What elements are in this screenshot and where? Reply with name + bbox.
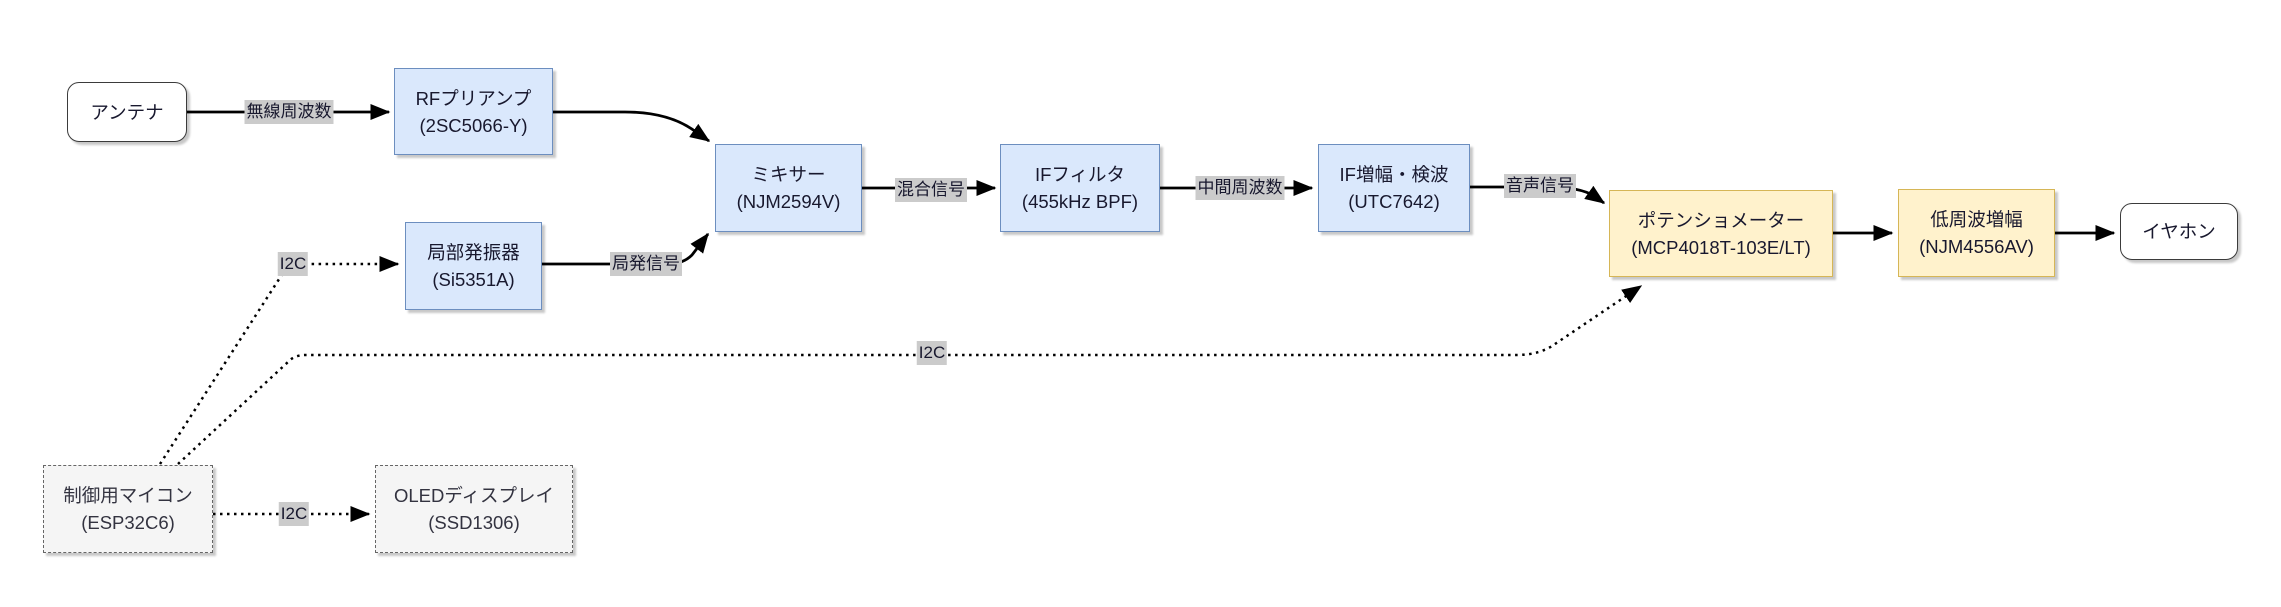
edge-label-intermediate-frequency: 中間周波数: [1195, 176, 1285, 200]
edge-mcu-to-potentiometer-i2c: [177, 284, 1643, 465]
node-if-filter-part: (455kHz BPF): [1021, 191, 1139, 212]
edge-rf-preamp-to-mixer: [553, 110, 711, 143]
node-if-amp-detector-part: (UTC7642): [1348, 191, 1440, 212]
edge-label-i2c-osc: I2C: [277, 252, 309, 276]
edge-label-i2c-potentiometer: I2C: [916, 341, 948, 365]
node-control-mcu-part: (ESP32C6): [81, 512, 175, 533]
node-oled-display: OLEDディスプレイ (SSD1306): [375, 465, 573, 553]
node-if-amp-detector: IF増幅・検波 (UTC7642): [1318, 144, 1470, 232]
node-af-amp-part: (NJM4556AV): [1919, 236, 2034, 257]
node-af-amp: 低周波増幅 (NJM4556AV): [1898, 189, 2055, 277]
node-local-oscillator-label: 局部発振器: [427, 242, 520, 263]
node-earphone: イヤホン: [2120, 203, 2238, 260]
node-control-mcu-label: 制御用マイコン: [63, 485, 193, 506]
node-rf-preamp: RFプリアンプ (2SC5066-Y): [394, 68, 553, 155]
node-rf-preamp-part: (2SC5066-Y): [419, 114, 528, 136]
node-mixer-part: (NJM2594V): [736, 191, 841, 212]
node-antenna: アンテナ: [67, 82, 187, 142]
edge-label-audio-signal: 音声信号: [1504, 174, 1576, 198]
node-if-filter-label: IFフィルタ: [1034, 164, 1126, 185]
node-potentiometer: ポテンショメーター (MCP4018T-103E/LT): [1609, 190, 1833, 277]
node-antenna-label: アンテナ: [90, 101, 164, 123]
edge-label-mixed-signal: 混合信号: [895, 178, 967, 202]
edge-label-radio-frequency: 無線周波数: [244, 100, 334, 124]
node-local-oscillator: 局部発振器 (Si5351A): [405, 222, 542, 310]
node-earphone-label: イヤホン: [2142, 221, 2216, 242]
edge-mcu-to-local-osc-i2c: [158, 256, 400, 465]
node-potentiometer-label: ポテンショメーター: [1637, 209, 1805, 231]
node-if-filter: IFフィルタ (455kHz BPF): [1000, 144, 1160, 232]
node-local-oscillator-part: (Si5351A): [432, 269, 515, 290]
edge-label-i2c-oled: I2C: [278, 502, 310, 526]
node-if-amp-detector-label: IF増幅・検波: [1339, 164, 1449, 185]
node-potentiometer-part: (MCP4018T-103E/LT): [1631, 236, 1811, 258]
node-rf-preamp-label: RFプリアンプ: [415, 87, 532, 109]
node-mixer: ミキサー (NJM2594V): [715, 144, 862, 232]
node-oled-display-label: OLEDディスプレイ: [393, 485, 555, 506]
node-mixer-label: ミキサー: [751, 164, 826, 185]
node-af-amp-label: 低周波増幅: [1930, 209, 2023, 230]
edge-label-lo-signal: 局発信号: [610, 252, 682, 276]
node-control-mcu: 制御用マイコン (ESP32C6): [43, 465, 213, 553]
node-oled-display-part: (SSD1306): [428, 512, 520, 533]
